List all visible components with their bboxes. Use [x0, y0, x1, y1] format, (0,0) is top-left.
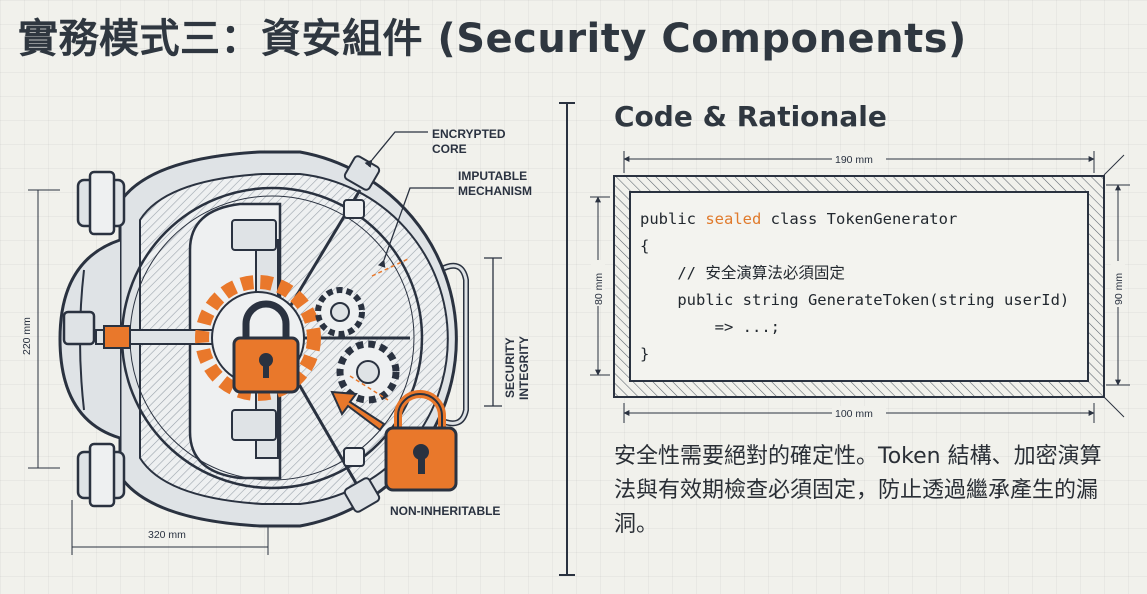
callout-imputable-mechanism-line1: IMPUTABLE [458, 169, 527, 183]
sealed-keyword: sealed [705, 210, 762, 228]
dimension-left-label: 80 mm [593, 273, 605, 305]
code-line-2: { [640, 237, 650, 255]
code-expression-line: => ...; [640, 318, 780, 336]
callout-security-integrity-line1: SECURITY [503, 337, 517, 398]
callout-leaders [364, 131, 502, 407]
callout-non-inheritable: NON-INHERITABLE [390, 504, 500, 518]
code-snippet: public sealed class TokenGenerator { // … [640, 206, 1069, 368]
code-line-1-suffix: class TokenGenerator [761, 210, 958, 228]
dimension-bottom-label: 100 mm [835, 408, 873, 420]
section-divider [559, 102, 575, 576]
rejection-arrow-icon [330, 390, 386, 432]
dashed-path [349, 375, 389, 401]
hinges [62, 170, 126, 508]
code-blueprint-frame: 190 mm 100 mm 80 mm 90 mm [590, 151, 1130, 423]
padlock-icon [232, 300, 300, 394]
width-dimension-label: 320 mm [148, 529, 186, 541]
code-method-line: public string GenerateToken(string userI… [640, 291, 1070, 309]
dimension-right-label: 90 mm [1113, 273, 1125, 305]
dashed-path [371, 257, 411, 277]
callout-imputable-mechanism-line2: MECHANISM [458, 184, 532, 198]
callout-encrypted-core-line2: CORE [432, 142, 467, 156]
height-dimension-label: 220 mm [21, 317, 33, 355]
gear-icon [315, 287, 400, 404]
code-comment-line: // 安全演算法必須固定 [640, 264, 845, 282]
height-dimension [28, 189, 60, 469]
rationale-description: 安全性需要絕對的確定性。Token 結構、加密演算法與有效期檢查必須固定，防止透… [614, 444, 1102, 537]
callout-security-integrity-line2: INTEGRITY [517, 336, 531, 400]
callout-encrypted-core-line1: ENCRYPTED [432, 127, 506, 141]
code-line-6: } [640, 345, 650, 363]
code-line-1-prefix: public [640, 210, 706, 228]
code-rationale-heading: Code & Rationale [614, 100, 887, 133]
non-inheritable-padlock-icon [384, 390, 458, 492]
vault-diagram: 220 mm 320 mm [21, 127, 532, 555]
page-title: 實務模式三：資安組件 (Security Components) [18, 16, 967, 62]
dimension-top-label: 190 mm [835, 154, 873, 166]
